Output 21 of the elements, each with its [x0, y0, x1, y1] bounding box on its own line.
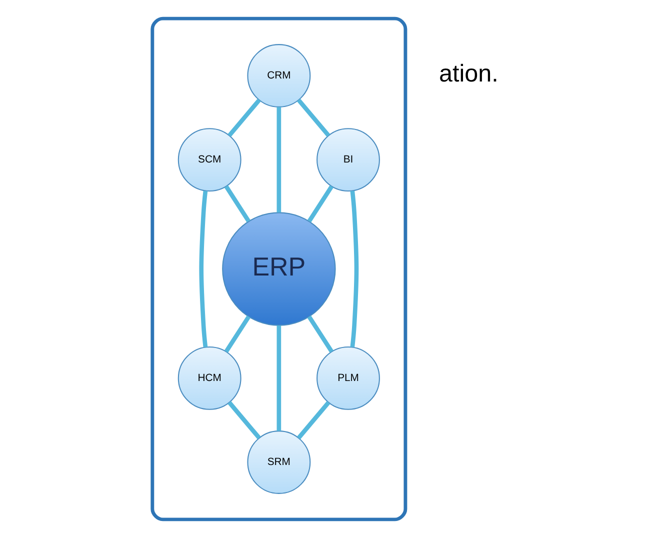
- connector: [224, 185, 250, 222]
- label: ation.: [438, 60, 498, 88]
- node-circle: ERP: [222, 212, 336, 326]
- connector: [276, 106, 281, 212]
- connector: [306, 316, 333, 353]
- cluster: [150, 16, 407, 522]
- connector: [296, 401, 330, 440]
- node-circle: BI: [316, 128, 380, 192]
- connector: [350, 190, 358, 348]
- connector: [306, 185, 333, 222]
- node-circle: HCM: [177, 346, 241, 410]
- node-circle: SCM: [177, 128, 241, 192]
- node-circle: PLM: [316, 346, 380, 410]
- connector: [296, 98, 330, 137]
- connector: [227, 401, 260, 440]
- connector: [227, 98, 260, 137]
- connector: [276, 326, 281, 431]
- connector: [224, 316, 250, 353]
- node-circle: CRM: [246, 44, 310, 108]
- connector: [198, 190, 208, 348]
- node-circle: SRM: [246, 430, 310, 494]
